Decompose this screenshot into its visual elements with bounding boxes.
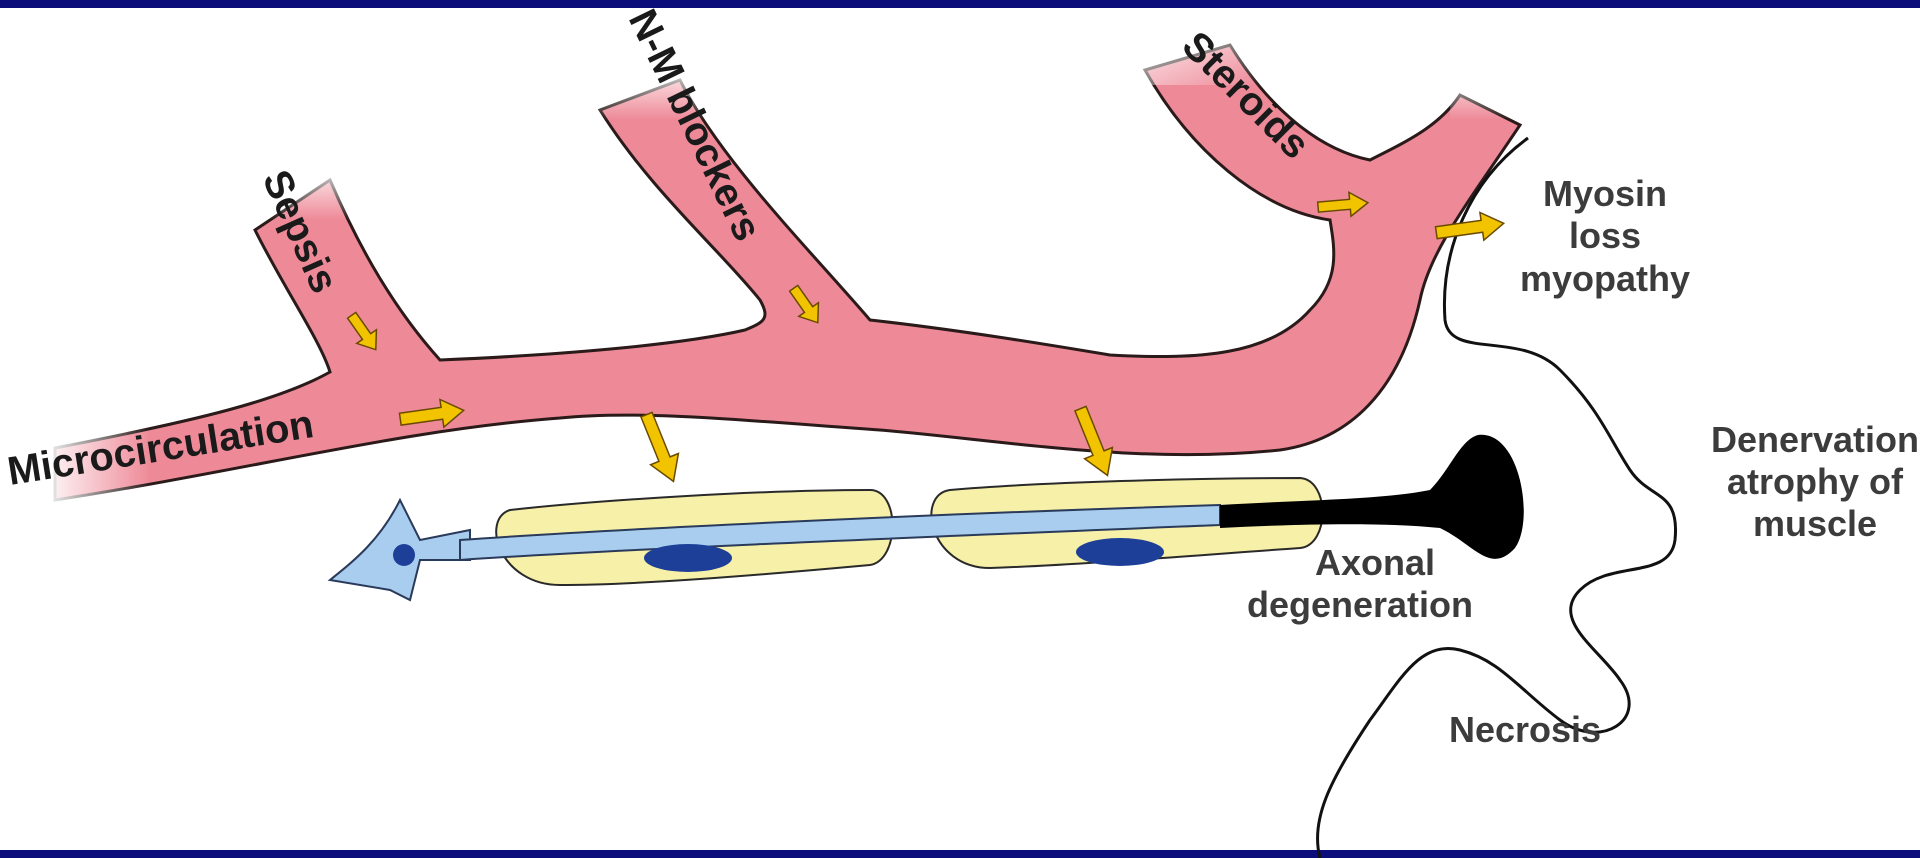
schwann-nucleus-2 <box>1076 538 1164 566</box>
schwann-nucleus-1 <box>644 544 732 572</box>
label-axonal-2: degeneration <box>1247 584 1473 625</box>
arrow-to-axon-left <box>633 409 688 487</box>
label-myosin-1: Myosin <box>1543 173 1667 214</box>
label-denervation-1: Denervation <box>1711 419 1919 460</box>
label-myosin-2: loss <box>1569 215 1641 256</box>
vessel-end-fade-right <box>1450 60 1540 120</box>
label-myosin-3: myopathy <box>1520 258 1690 299</box>
neuron-nucleus <box>393 544 415 566</box>
label-denervation-2: atrophy of <box>1727 461 1904 502</box>
label-denervation-3: muscle <box>1753 503 1877 544</box>
label-axonal-1: Axonal <box>1315 542 1435 583</box>
label-necrosis: Necrosis <box>1449 709 1601 750</box>
